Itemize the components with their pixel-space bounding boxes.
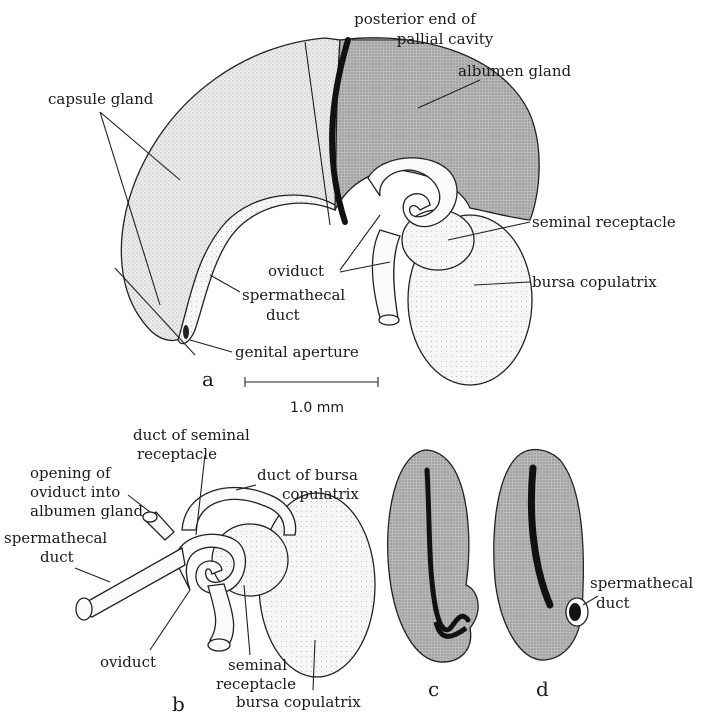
section-d-duct-core (569, 603, 581, 621)
label-spermathecal-line1: spermathecal (242, 286, 345, 304)
label-opening-line1: opening of (30, 464, 112, 482)
label-seminal-receptacle: seminal receptacle (532, 213, 676, 231)
panel-letter-c: c (428, 677, 439, 701)
scale-bar (245, 377, 378, 387)
panel-c: c (388, 450, 478, 701)
label-genital-aperture: genital aperture (235, 343, 359, 361)
label-spermathecal-b-line1: spermathecal (4, 529, 107, 547)
leader-genital (190, 340, 232, 352)
label-bursa-b: bursa copulatrix (236, 693, 361, 711)
oviduct-coil (368, 158, 457, 227)
label-capsule-gland: capsule gland (48, 90, 154, 108)
leader-spermathecal-b (75, 568, 110, 582)
label-opening-line2: oviduct into (30, 483, 120, 501)
label-spermathecal-line2: duct (266, 306, 300, 324)
oviduct-tube-b (208, 584, 234, 646)
panel-letter-d: d (536, 677, 549, 701)
oviduct-tube-b-end (208, 639, 230, 651)
spermathecal-duct-b-end (76, 598, 92, 620)
label-duct-bursa-line1: duct of bursa (257, 466, 358, 484)
label-seminal-b-line1: seminal (228, 656, 287, 674)
label-spermathecal-d-line2: duct (596, 594, 630, 612)
genital-aperture-mark (183, 325, 189, 339)
label-spermathecal-b-line2: duct (40, 548, 74, 566)
scale-bar-label: 1.0 mm (290, 400, 344, 416)
oviduct-tube (373, 230, 401, 318)
panel-a: posterior end of pallial cavity albumen … (48, 10, 676, 416)
label-bursa-copulatrix-a: bursa copulatrix (532, 273, 657, 291)
label-pallial-line1: posterior end of (354, 10, 477, 28)
label-opening-line3: albumen gland (30, 502, 144, 520)
label-duct-seminal-line2: receptacle (137, 445, 217, 463)
label-pallial-line2: pallial cavity (397, 30, 494, 48)
leader-oviduct-b (150, 590, 190, 650)
oviduct-opening (379, 315, 399, 325)
oviduct-coil-b (175, 534, 245, 593)
spermathecal-duct-b (83, 548, 185, 617)
oviduct-opening-b-end (143, 512, 157, 522)
label-spermathecal-d-line1: spermathecal (590, 574, 693, 592)
label-oviduct-b: oviduct (100, 653, 156, 671)
label-duct-seminal-line1: duct of seminal (133, 426, 250, 444)
label-seminal-b-line2: receptacle (216, 675, 296, 693)
leader-spermathecal-a (210, 275, 240, 292)
panel-b: duct of seminal receptacle opening of ov… (4, 426, 375, 716)
label-duct-bursa-line2: copulatrix (282, 485, 359, 503)
label-albumen-gland: albumen gland (458, 62, 572, 80)
panel-letter-a: a (202, 367, 214, 391)
panel-d: spermathecal duct d (494, 449, 694, 701)
panel-letter-b: b (172, 692, 185, 716)
label-oviduct-a: oviduct (268, 262, 324, 280)
